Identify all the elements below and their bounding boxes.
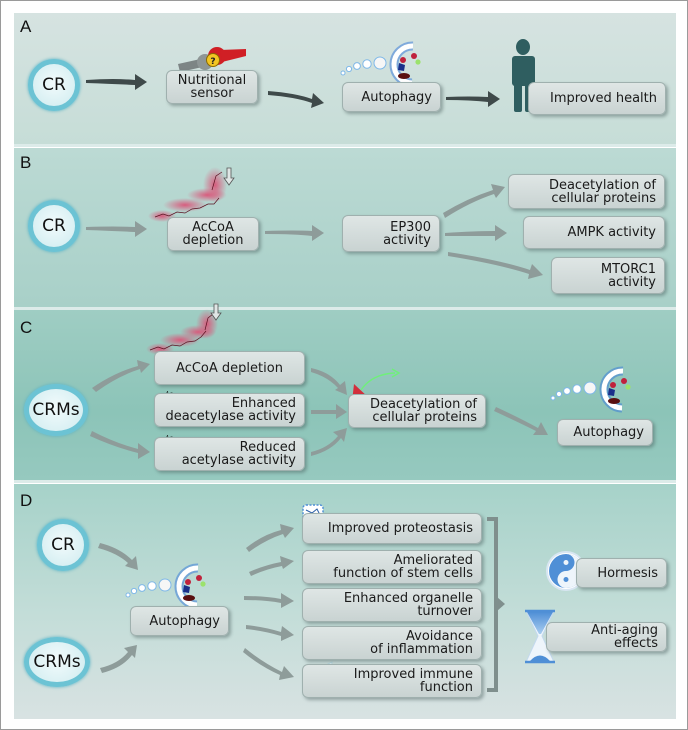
cr-node: CR — [28, 59, 80, 111]
panel-separator — [14, 144, 676, 147]
nutritional-sensor-box: Nutritional sensor — [166, 70, 258, 104]
panel-b-label: B — [20, 153, 32, 172]
hormesis-box: Hormesis — [576, 558, 667, 588]
autophagy-box: Autophagy — [342, 82, 441, 112]
accoa-depletion-box: AcCoA depletion — [167, 217, 259, 251]
outcome-proteostasis: Improved proteostasis — [302, 513, 482, 544]
panel-c-label: C — [20, 318, 33, 337]
deacetylation-box-c: Deacetylation of cellular proteins — [348, 394, 486, 428]
panel-a-label: A — [20, 17, 32, 36]
ep300-activity-box: EP300 activity — [342, 215, 440, 252]
ampk-activity-box: AMPK activity — [523, 216, 665, 249]
outcome-organelle-turnover: Enhanced organelle turnover — [302, 588, 482, 622]
autophagy-box-d: Autophagy — [130, 606, 229, 636]
reduced-acetylase-box: Reduced acetylase activity — [154, 437, 305, 471]
improved-health-box: Improved health — [528, 82, 666, 115]
panel-a — [14, 13, 676, 144]
deacetylation-box-b: Deacetylation of cellular proteins — [508, 174, 665, 209]
cr-node-d: CR — [37, 519, 89, 571]
enhanced-deacetylase-box: Enhanced deacetylase activity — [154, 393, 305, 427]
panel-separator — [14, 480, 676, 483]
outcome-inflammation: Avoidance of inflammation — [302, 626, 482, 660]
autophagy-box-c: Autophagy — [557, 419, 653, 446]
accoa-depletion-box-c: AcCoA depletion — [154, 351, 305, 385]
crms-node: CRMs — [24, 384, 88, 436]
outcome-stem-cells: Ameliorated function of stem cells — [302, 550, 482, 584]
cr-node-b: CR — [28, 200, 80, 252]
crms-node-d: CRMs — [24, 637, 90, 687]
panel-c — [14, 310, 676, 480]
mtorc1-activity-box: MTORC1 activity — [551, 257, 665, 294]
anti-aging-box: Anti-aging effects — [546, 622, 667, 652]
panel-separator — [14, 307, 676, 310]
panel-d-label: D — [20, 491, 33, 510]
outcome-immune-function: Improved immune function — [302, 664, 482, 698]
